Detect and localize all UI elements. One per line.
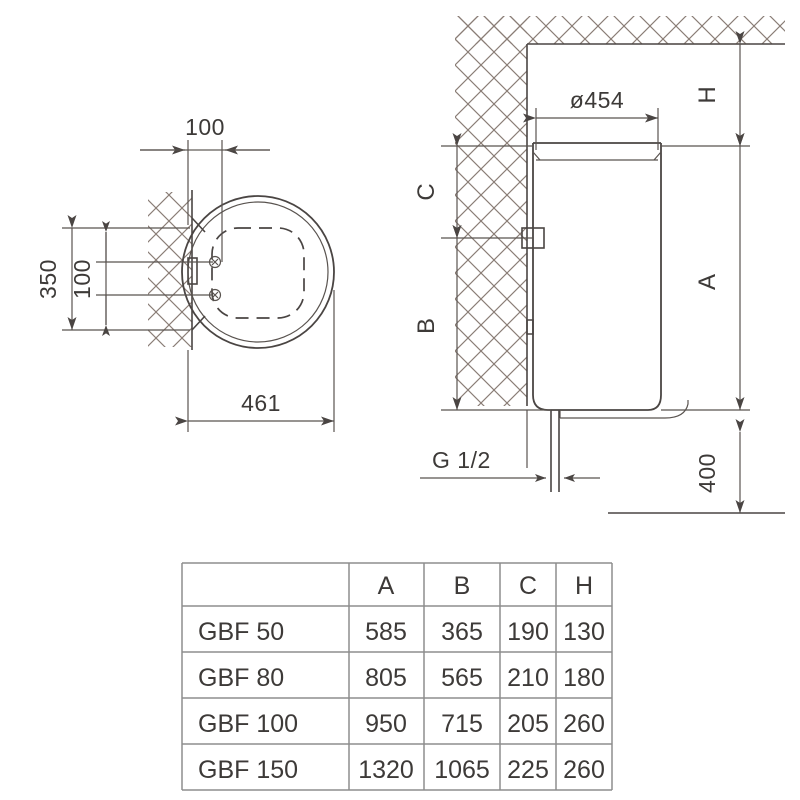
dim-label-bracket-span-350: 350	[35, 259, 61, 299]
table-cell-b: 365	[441, 618, 483, 646]
dim-label-floor-clearance-400: 400	[694, 453, 720, 493]
dim-label-height-A: A	[694, 274, 721, 290]
dim-label-height-H: H	[694, 86, 721, 103]
dim-100-vertical: 100	[69, 221, 213, 336]
table-cell-h: 130	[563, 618, 605, 646]
side-view-wall-hatch	[455, 16, 527, 406]
table-cell-a: 585	[365, 618, 407, 646]
table-cell-a: 805	[365, 664, 407, 692]
dim-label-diameter-454: ø454	[570, 87, 624, 113]
dim-label-height-B: B	[413, 318, 440, 334]
table-header-b: B	[454, 572, 471, 600]
table-cell-b: 1065	[434, 756, 490, 784]
tank-top-chamfer	[532, 151, 662, 161]
dim-label-height-C: C	[413, 183, 440, 200]
table-row: GBF 100 950 715 205 260	[198, 710, 605, 738]
bracket-tab-upper	[191, 217, 206, 233]
connection-callout-g12: G 1/2	[420, 410, 600, 482]
table-row: GBF 150 1320 1065 225 260	[198, 756, 605, 784]
dim-diameter-454: ø454	[523, 87, 659, 150]
dim-A: A	[661, 133, 750, 411]
table-cell-b: 715	[441, 710, 483, 738]
dim-350: 350	[35, 215, 190, 331]
tank-inner-dashed-outline	[211, 227, 305, 319]
table-cell-h: 260	[563, 756, 605, 784]
dim-B: B	[413, 225, 551, 411]
table-cell-c: 205	[507, 710, 549, 738]
table-cell-h: 180	[563, 664, 605, 692]
table-cell-model: GBF 150	[198, 756, 298, 784]
table-header-a: A	[378, 572, 395, 600]
table-row: GBF 50 585 365 190 130	[198, 618, 605, 646]
model-dimension-table: A B C H GBF 50 585 365 190 130 GBF 80 80…	[181, 562, 613, 791]
pipe-connection-upper-cross	[211, 258, 219, 266]
side-view-group: ø454 H A 400	[413, 16, 785, 514]
table-cell-c: 210	[507, 664, 549, 692]
dim-461: 461	[175, 290, 335, 432]
bracket-tab-lower	[191, 315, 206, 331]
wall-bracket-plate	[187, 257, 198, 285]
label-connection-g12: G 1/2	[432, 447, 491, 473]
table-row: GBF 80 805 565 210 180	[198, 664, 605, 692]
tank-outer-circle	[181, 195, 335, 349]
table-cell-model: GBF 50	[198, 618, 284, 646]
dim-400: 400	[694, 419, 745, 513]
top-view-wall-hatch	[148, 192, 192, 347]
dim-top-100: 100	[140, 114, 270, 262]
table-cell-a: 1320	[358, 756, 414, 784]
top-view-group: 100 350 100	[35, 114, 335, 432]
dim-label-bracket-pitch-100: 100	[69, 259, 95, 299]
dim-H: H	[661, 31, 750, 147]
tank-bottom-cap	[532, 394, 662, 411]
table-cell-b: 565	[441, 664, 483, 692]
dim-label-overall-depth-461: 461	[241, 390, 281, 416]
table-cell-c: 225	[507, 756, 549, 784]
table-header-h: H	[575, 572, 593, 600]
table-cell-a: 950	[365, 710, 407, 738]
side-wall-lower-bracket	[526, 319, 534, 335]
table-cell-h: 260	[563, 710, 605, 738]
pipe-connection-lower-cross	[211, 291, 219, 299]
table-cell-model: GBF 100	[198, 710, 298, 738]
table-cell-model: GBF 80	[198, 664, 284, 692]
tank-inner-circle	[187, 201, 329, 343]
table-cell-c: 190	[507, 618, 549, 646]
tank-bottom-cover	[560, 400, 689, 419]
table-header-c: C	[519, 572, 537, 600]
dim-label-wall-offset-100: 100	[185, 114, 225, 140]
